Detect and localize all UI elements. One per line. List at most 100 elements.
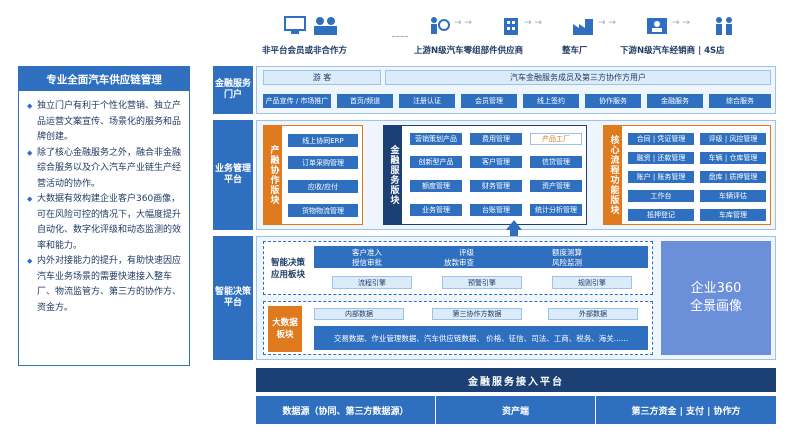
list-item: 大数据有效构建企业客户360画像，可在风险可控的情况下，大幅度提升自动化、数字化… <box>27 192 185 254</box>
bigdata-tag-internal[interactable]: 内部数据 <box>314 308 404 320</box>
bigdata-panel: 大数据板块 内部数据 第三协作方数据 外部数据 交易数据、作业管理数据、汽车供应… <box>263 301 653 355</box>
bigdata-tag-external[interactable]: 外部数据 <box>548 308 638 320</box>
app-panel: 智能决策应用板块 客户准入 授信审批 评级 放款审查 额度测算 风险监测 流程引… <box>263 241 653 295</box>
jinrong-item[interactable]: 客户管理 <box>470 156 522 168</box>
jinrong-item-highlight[interactable]: 产品工厂 <box>530 133 582 145</box>
up-arrow-stem <box>510 230 518 236</box>
app-item: 放款审查 <box>444 258 474 267</box>
chanrong-item[interactable]: 应收/应付 <box>288 180 358 193</box>
hexin-panel: 核心流程功能版块 合同 | 凭证管理 评级 | 风控管理 融资 | 还款管理 车… <box>603 125 771 225</box>
hexin-item[interactable]: 抵押登记 <box>628 209 694 221</box>
portal-item-member[interactable]: 会员管理 <box>461 94 517 108</box>
engine-process[interactable]: 流程引擎 <box>332 276 412 289</box>
jinrong-item[interactable]: 创新型产品 <box>410 156 462 168</box>
chain-label-upstream: 上游N级汽车零组部件供应商 <box>414 46 524 56</box>
portrait-panel: 企业360 全景画像 <box>661 241 771 355</box>
arrow-right-icon: → → <box>598 18 616 28</box>
app-row: 客户准入 授信审批 评级 放款审查 额度测算 风险监测 <box>314 246 648 268</box>
portal-item-register[interactable]: 注册认证 <box>399 94 455 108</box>
top-divider <box>392 36 408 37</box>
hexin-item[interactable]: 融资 | 还款管理 <box>628 152 694 164</box>
hexin-item[interactable]: 账户 | 账务管理 <box>628 171 694 183</box>
hexin-item[interactable]: 车库管理 <box>700 209 766 221</box>
portrait-line: 企业360 <box>690 281 742 296</box>
portal-item-general[interactable]: 综合服务 <box>709 94 771 108</box>
portal-item-finance[interactable]: 金融服务 <box>647 94 703 108</box>
app-item: 授信审批 <box>352 258 382 267</box>
bigdata-title: 大数据板块 <box>268 306 302 352</box>
jinrong-item[interactable]: 统计分析管理 <box>530 204 582 216</box>
arrow-right-icon: → → <box>454 18 472 28</box>
left-panel-title: 专业全面汽车供应链管理 <box>19 67 189 91</box>
left-panel: 专业全面汽车供应链管理 独立门户有利于个性化营销、独立产品运营文案宣传、场景化的… <box>18 66 190 366</box>
hexin-item[interactable]: 合同 | 凭证管理 <box>628 133 694 145</box>
top-left-group: 非平台会员或非合作方 <box>262 12 382 60</box>
hexin-item[interactable]: 盘库 | 质押管理 <box>700 171 766 183</box>
app-item: 评级 <box>459 248 474 257</box>
decision-box: 智能决策应用板块 客户准入 授信审批 评级 放款审查 额度测算 风险监测 流程引… <box>256 236 776 360</box>
engine-alert[interactable]: 预警引擎 <box>442 276 522 289</box>
portal-item-home[interactable]: 首页/频道 <box>337 94 393 108</box>
top-chain-group: → → → → → → → → 上游N级汽车零组部件供应商 整车厂 下游N级汽车… <box>412 12 762 60</box>
jinrong-item[interactable]: 业务管理 <box>410 204 462 216</box>
chanrong-item[interactable]: 订单采购管理 <box>288 156 358 169</box>
non-member-label: 非平台会员或非合作方 <box>262 46 348 56</box>
jinrong-item[interactable]: 财务管理 <box>470 180 522 192</box>
portal-item-collab[interactable]: 协作服务 <box>585 94 641 108</box>
bottom-item-thirdparty: 第三方资金 | 支付 | 协作方 <box>631 406 741 417</box>
portal-item-sign[interactable]: 线上签约 <box>523 94 579 108</box>
building-icon <box>504 18 518 35</box>
up-arrow-icon <box>506 220 522 230</box>
dealer-icon <box>647 18 667 34</box>
hexin-title: 核心流程功能版块 <box>604 126 622 224</box>
factory-icon <box>573 19 593 35</box>
jinrong-item[interactable]: 资产管理 <box>530 180 582 192</box>
guest-bar: 游 客 <box>263 70 381 85</box>
bigdata-tag-third[interactable]: 第三协作方数据 <box>432 308 522 320</box>
members-bar: 汽车金融服务成员及第三方协作方用户 <box>385 70 771 85</box>
app-item: 客户准入 <box>352 248 382 257</box>
app-item: 风险监测 <box>552 258 582 267</box>
app-item: 额度测算 <box>552 248 582 257</box>
chanrong-title: 产融协作版块 <box>264 126 282 224</box>
jinrong-title: 金融服务版块 <box>384 126 402 224</box>
portal-item-promo[interactable]: 产品宣传 / 市场推广 <box>263 94 331 108</box>
jinrong-item[interactable]: 营销策划产品 <box>410 133 462 145</box>
bottom-row: 数据源（协同、第三方数据源） 资产端 第三方资金 | 支付 | 协作方 <box>256 396 776 424</box>
app-title: 智能决策应用板块 <box>268 246 308 292</box>
jinrong-item[interactable]: 额度管理 <box>410 180 462 192</box>
list-item: 内外对接能力的提升，有助快速因应汽车业务场景的需要快速接入整车厂、物流监管方、第… <box>27 254 185 316</box>
chain-label-oem: 整车厂 <box>562 46 588 56</box>
decision-label: 智能决策平台 <box>213 236 253 360</box>
jinrong-item[interactable]: 信贷管理 <box>530 156 582 168</box>
people-icon <box>314 17 337 35</box>
list-item: 独立门户有利于个性化营销、独立产品运营文案宣传、场景化的服务和品牌创建。 <box>27 99 185 146</box>
list-item: 除了核心金融服务之外，融合非金融综合服务以及介入汽车产业链生产经营活动的协作。 <box>27 146 185 193</box>
jinrong-item[interactable]: 台账管理 <box>470 204 522 216</box>
hexin-item[interactable]: 车辆 | 仓库管理 <box>700 152 766 164</box>
chain-label-downstream: 下游N级汽车经销商 | 4S店 <box>620 46 725 56</box>
monitor-icon <box>284 16 306 34</box>
hexin-item[interactable]: 车辆评估 <box>700 190 766 202</box>
hexin-item[interactable]: 评级 | 风控管理 <box>700 133 766 145</box>
hexin-item[interactable]: 工作台 <box>628 190 694 202</box>
chanrong-item[interactable]: 线上协同ERP <box>288 134 358 147</box>
business-box: 产融协作版块 线上协同ERP 订单采购管理 应收/应付 货物物流管理 金融服务版… <box>256 120 776 230</box>
jinrong-item[interactable]: 费用管理 <box>470 133 522 145</box>
arrow-right-icon: → → <box>524 18 542 28</box>
left-panel-list: 独立门户有利于个性化营销、独立产品运营文案宣传、场景化的服务和品牌创建。 除了核… <box>27 99 185 316</box>
chanrong-panel: 产融协作版块 线上协同ERP 订单采购管理 应收/应付 货物物流管理 <box>263 125 363 225</box>
bottom-item-asset: 资产端 <box>436 396 596 424</box>
portal-label: 金融服务门户 <box>213 66 253 114</box>
portrait-line: 全景画像 <box>689 299 742 314</box>
access-platform-label: 金融服务接入平台 <box>468 376 564 388</box>
engine-rule[interactable]: 规则引擎 <box>552 276 632 289</box>
business-label: 业务管理平台 <box>213 120 253 230</box>
portal-box: 游 客 汽车金融服务成员及第三方协作方用户 产品宣传 / 市场推广 首页/频道 … <box>256 66 776 114</box>
access-platform: 金融服务接入平台 <box>256 368 776 392</box>
chanrong-item[interactable]: 货物物流管理 <box>288 204 358 217</box>
bigdata-detail: 交易数据、作业管理数据、汽车供应链数据、 价格、征信、司法、工商、税务、海关..… <box>314 326 648 350</box>
supplier-icon <box>431 17 450 34</box>
arrow-right-icon: → → <box>672 18 690 28</box>
bottom-item-datasource: 数据源（协同、第三方数据源） <box>256 396 436 424</box>
